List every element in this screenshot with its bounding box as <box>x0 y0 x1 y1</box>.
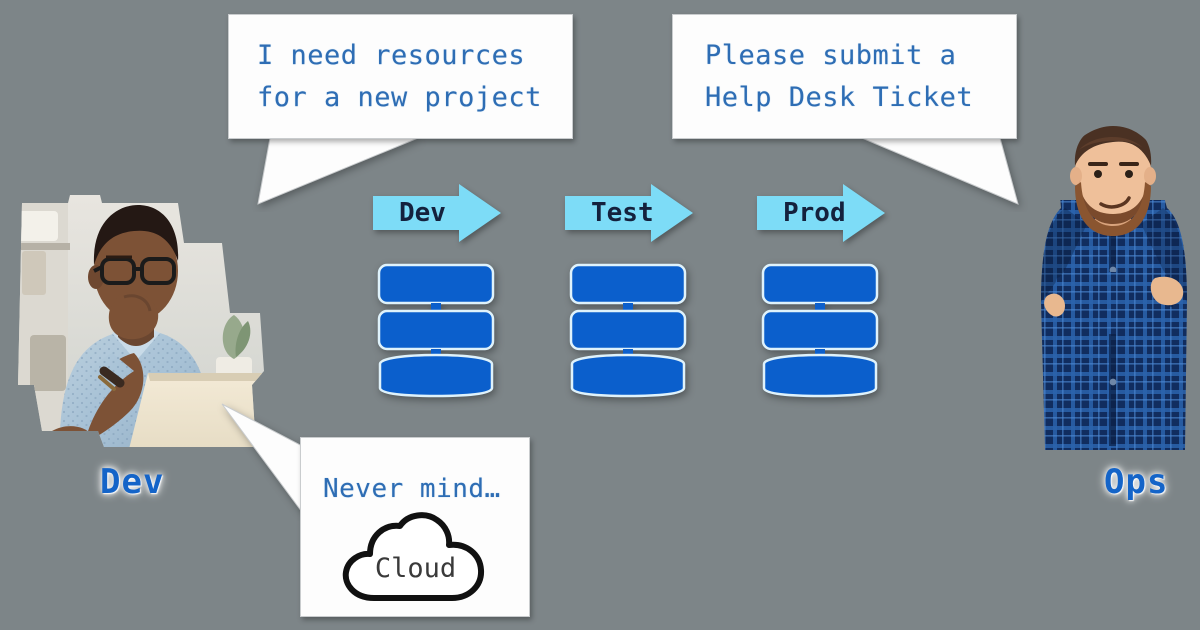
pipeline-arrow-test: Test <box>565 184 693 242</box>
bubble-line: for a new project <box>257 81 542 113</box>
server-stack-dev <box>376 263 496 398</box>
pipeline-arrow-dev: Dev <box>373 184 501 242</box>
bubble-line: Please submit a <box>705 39 957 71</box>
bubble-line: Help Desk Ticket <box>705 81 974 113</box>
bubble-ops-reply-tail <box>860 132 1030 212</box>
cloud-label: Cloud <box>374 552 457 584</box>
bubble-line: I need resources <box>257 39 526 71</box>
pipeline-arrow-label: Dev <box>399 198 446 228</box>
cloud-icon: Cloud <box>338 510 493 610</box>
speech-bubble-dev-request: I need resources for a new project <box>228 14 573 139</box>
ops-label: Ops <box>1104 462 1169 502</box>
pipeline-arrow-prod: Prod <box>757 184 885 242</box>
pipeline-arrow-label: Prod <box>783 198 846 228</box>
speech-bubble-ops-reply: Please submit a Help Desk Ticket <box>672 14 1017 139</box>
server-stack-test <box>568 263 688 398</box>
bubble-line: Never mind… <box>323 474 501 504</box>
ops-person-photo <box>1035 120 1190 455</box>
dev-person-photo <box>8 185 270 455</box>
pipeline-arrow-label: Test <box>591 198 654 228</box>
dev-label: Dev <box>100 462 165 502</box>
server-stack-prod <box>760 263 880 398</box>
